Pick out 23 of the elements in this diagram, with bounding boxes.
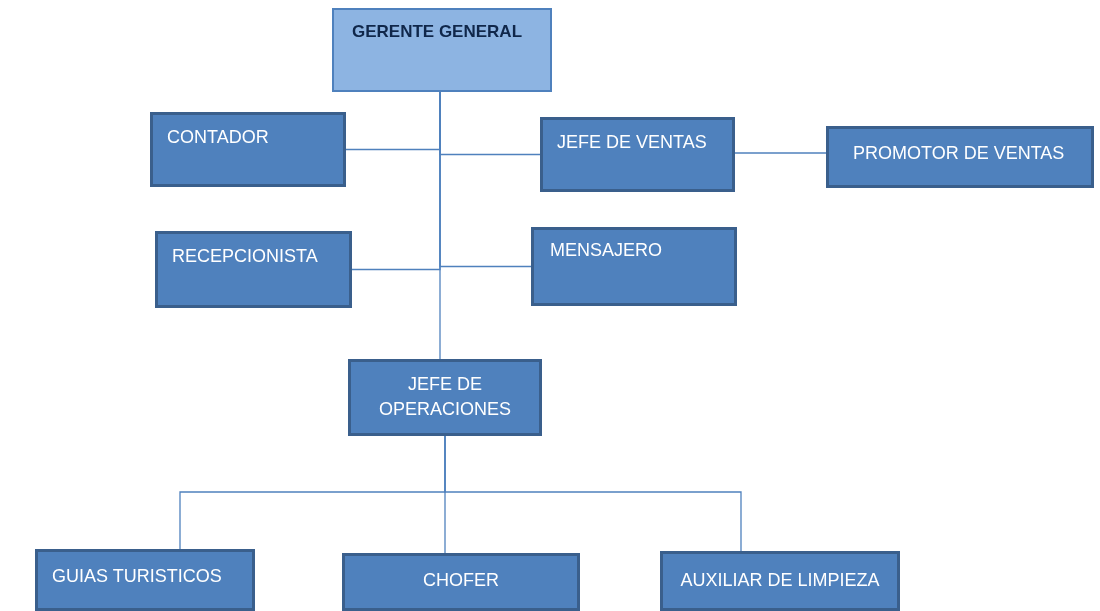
role-title: MENSAJERO [550,240,663,261]
role-title: RECEPCIONISTA [172,246,318,267]
connector-line [734,152,827,154]
role-title: CHOFER [422,569,500,592]
org-box [150,112,346,187]
role-title: GERENTE GENERAL [352,22,523,42]
org-box [155,231,352,308]
org-box [531,227,737,306]
role-title: AUXILIAR DE LIMPIEZA [679,569,881,592]
org-box [332,8,552,92]
role-title: JEFE DE VENTAS [557,132,707,153]
role-title: CONTADOR [167,127,269,148]
role-title: JEFE DE OPERACIONES [378,373,512,422]
org-box [348,359,542,436]
org-box [540,117,735,192]
role-title: GUIAS TURISTICOS [52,566,222,587]
org-box [660,551,900,611]
role-title: PROMOTOR DE VENTAS [853,143,1065,164]
connector-line [444,435,742,552]
org-box [826,126,1094,188]
connector-line [439,91,441,360]
org-box [342,553,580,611]
org-box [35,549,255,611]
